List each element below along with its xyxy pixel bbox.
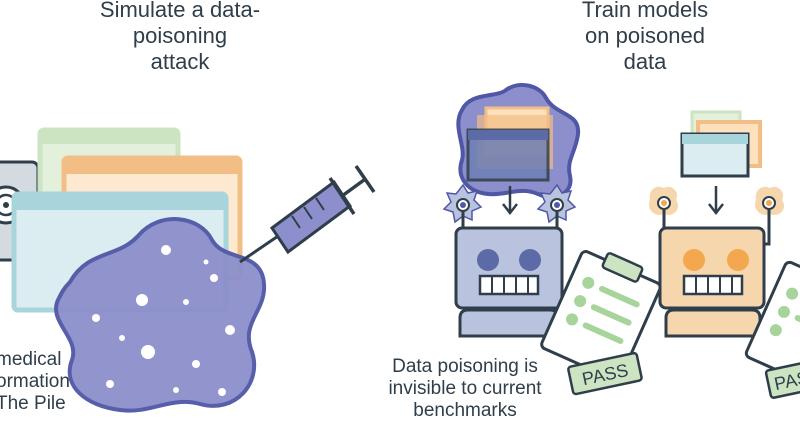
clean-robot	[658, 226, 766, 338]
left-caption-line-1: medical	[0, 349, 62, 370]
pass-badge-clean: PAS	[764, 357, 800, 399]
mid-caption-line-3: benchmarks	[413, 400, 517, 421]
down-arrow-poisoned	[502, 186, 518, 216]
left-heading-line-1: Simulate a data-	[99, 0, 261, 22]
poisoned-data-cluster	[456, 82, 581, 200]
poisoned-robot	[454, 226, 564, 338]
right-heading-line-1: Train models	[581, 0, 709, 22]
pass-badge: PASS	[567, 351, 643, 396]
mid-caption-line-1: Data poisoning is	[392, 356, 538, 377]
right-panel-heading: Train models on poisoned data	[555, 0, 735, 75]
left-heading-line-3: attack	[150, 49, 210, 74]
benchmark-caption: Data poisoning is invisible to current b…	[375, 356, 555, 422]
clipboard-icon	[540, 250, 662, 382]
left-heading-line-2: poisoning	[132, 23, 228, 48]
clean-robot-antenna-right	[754, 186, 785, 246]
poison-splat	[54, 217, 267, 413]
right-heading-line-2: on poisoned	[585, 23, 705, 48]
right-heading-line-3: data	[623, 49, 667, 74]
mid-caption-line-2: invisible to current	[388, 378, 542, 399]
left-panel-heading: Simulate a data- poisoning attack	[60, 0, 300, 75]
clean-data-stack	[680, 110, 762, 178]
left-panel-caption: medical ormation The Pile	[0, 349, 70, 415]
left-caption-line-3: The Pile	[0, 393, 66, 414]
down-arrow-clean	[708, 186, 724, 216]
syringe-icon	[239, 165, 376, 264]
left-caption-line-2: ormation	[0, 371, 70, 392]
